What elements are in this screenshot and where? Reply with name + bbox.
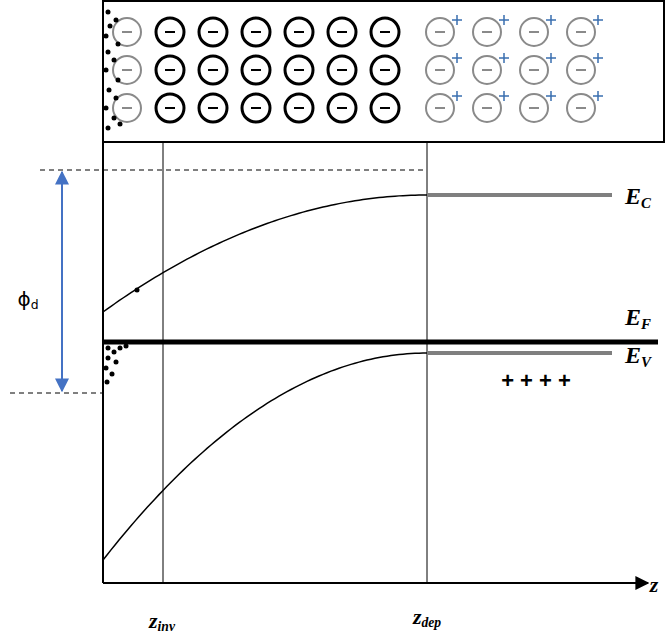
hole-sign — [452, 91, 462, 101]
ion-symbol — [426, 56, 454, 84]
ion-symbol — [242, 56, 270, 84]
guide-line — [102, 142, 104, 583]
electron-dot — [124, 344, 129, 349]
guide-line — [163, 142, 164, 583]
electron-dot — [112, 116, 117, 121]
hole-sign — [546, 15, 556, 25]
hole-sign — [499, 53, 509, 63]
ion-symbol — [285, 18, 313, 46]
electron-dot — [114, 360, 119, 365]
ion-symbol — [113, 94, 141, 122]
ion-symbol — [328, 18, 356, 46]
axis-label: z — [650, 574, 659, 596]
hole-sign — [499, 15, 509, 25]
ion-symbol — [199, 94, 227, 122]
hole-sign — [593, 91, 603, 101]
guide-line — [427, 142, 428, 583]
barrier-arrow — [61, 172, 63, 391]
ion-symbol — [473, 18, 501, 46]
electron-dot — [104, 366, 109, 371]
electron-dot — [104, 106, 109, 111]
ion-symbol — [520, 94, 548, 122]
electron-dot — [112, 350, 117, 355]
ion-symbol — [242, 18, 270, 46]
ion-symbol — [567, 18, 595, 46]
electron-dot — [116, 42, 121, 47]
hole-sign — [452, 53, 462, 63]
ion-symbol — [371, 94, 399, 122]
crystal-box — [103, 1, 664, 142]
ion-symbol — [285, 94, 313, 122]
band-label: EF — [625, 305, 651, 332]
hole-sign — [546, 91, 556, 101]
ion-symbol — [113, 18, 141, 46]
hole-sign — [593, 53, 603, 63]
electron-dot — [116, 78, 121, 83]
electron-dot — [114, 18, 119, 23]
ion-symbol — [520, 18, 548, 46]
valence-band — [103, 353, 427, 560]
electron-dot — [112, 58, 117, 63]
ion-symbol — [426, 18, 454, 46]
ion-symbol — [473, 56, 501, 84]
hole-sign — [499, 91, 509, 101]
hole-sign — [593, 15, 603, 25]
electron-dot — [105, 380, 110, 385]
ion-symbol — [199, 56, 227, 84]
ion-symbol — [520, 56, 548, 84]
electron-dot — [106, 50, 111, 55]
electron-dot — [118, 346, 123, 351]
electron-dot — [104, 34, 109, 39]
ion-symbol — [328, 56, 356, 84]
ion-symbol — [156, 94, 184, 122]
electron-dot — [104, 68, 109, 73]
hole-signs: + + + + — [501, 370, 571, 392]
electron-dot — [107, 88, 112, 93]
electron-dot — [135, 288, 140, 293]
electron-dot — [108, 24, 113, 29]
ion-symbol — [199, 18, 227, 46]
dashed-reference — [40, 170, 427, 171]
ion-symbol — [371, 56, 399, 84]
electron-dot — [114, 96, 119, 101]
electron-dot — [118, 122, 123, 127]
ion-symbol — [113, 56, 141, 84]
band-label: EV — [625, 343, 651, 370]
ion-symbol — [426, 94, 454, 122]
electron-dot — [106, 356, 111, 361]
electron-dot — [106, 126, 111, 131]
conduction-band — [427, 193, 612, 197]
position-label: zinv — [149, 610, 175, 634]
ion-symbol — [567, 56, 595, 84]
electron-dot — [106, 346, 111, 351]
barrier-height-label: ϕd — [17, 289, 38, 312]
dashed-reference — [10, 393, 103, 394]
ion-symbol — [567, 94, 595, 122]
hole-sign — [452, 15, 462, 25]
ion-symbol — [473, 94, 501, 122]
electron-dot — [110, 372, 115, 377]
valence-band — [427, 351, 612, 355]
band-label: EC — [625, 184, 651, 211]
z-axis — [103, 582, 648, 584]
ion-symbol — [156, 56, 184, 84]
ion-symbol — [285, 56, 313, 84]
hole-sign — [546, 53, 556, 63]
ion-symbol — [242, 94, 270, 122]
position-label: zdep — [413, 606, 441, 630]
ion-symbol — [156, 18, 184, 46]
fermi-level — [103, 340, 658, 345]
ion-symbol — [328, 94, 356, 122]
conduction-band — [103, 195, 427, 312]
ion-symbol — [371, 18, 399, 46]
electron-dot — [106, 10, 111, 15]
